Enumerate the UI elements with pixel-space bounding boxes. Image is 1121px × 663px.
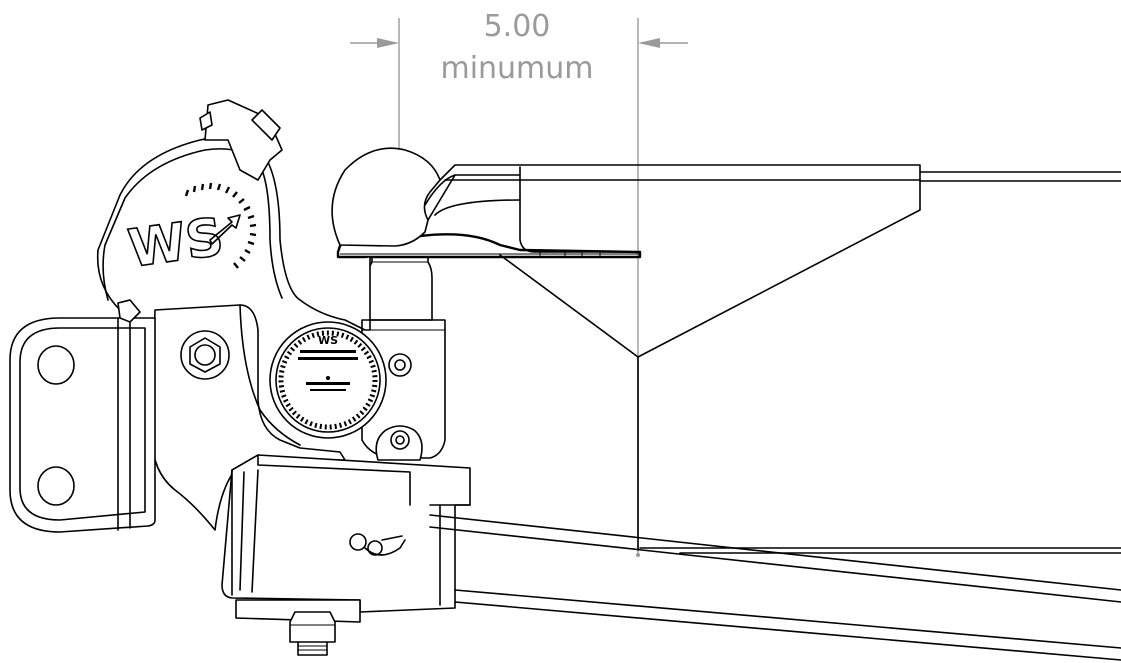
logo-arrow (209, 214, 241, 245)
head-bolt-left (180, 330, 230, 380)
pin-clip (364, 539, 406, 556)
gauge-center (326, 376, 330, 380)
head-small-bolt (199, 111, 213, 131)
pin-ring (349, 533, 367, 551)
tick (243, 205, 251, 212)
hitch-ball-coupler-edge (427, 174, 456, 221)
dimension-arrow-left (377, 38, 399, 48)
spring-bar-bottom-inner (454, 589, 1121, 649)
tick (200, 183, 205, 191)
hitch-head-inner (102, 148, 283, 301)
gauge-label-bar (300, 350, 356, 353)
hitch-ball-shank (367, 256, 433, 321)
gauge-brand: WS (318, 334, 338, 347)
bolt-hex (189, 337, 221, 373)
tick (233, 262, 239, 269)
head-bolt-right (388, 353, 412, 377)
pin-shaft (381, 535, 403, 541)
head-lower-curve (239, 304, 301, 446)
head-bolt-lower (375, 425, 423, 461)
coupler-inner (434, 199, 521, 216)
spring-bar-assembly (221, 454, 1121, 661)
bolt-inner (394, 359, 406, 371)
tick (244, 248, 251, 255)
spring-bar-bottom (454, 601, 1121, 661)
tick (247, 214, 255, 220)
hitch-head: WS (9, 99, 446, 533)
mounting-bracket (9, 299, 156, 533)
tick (192, 185, 197, 193)
spring-bar-top (429, 514, 1121, 591)
hitch-ball-sphere (331, 147, 441, 247)
tongue-top-edge (429, 164, 1121, 191)
dimension-note: minumum (440, 51, 593, 86)
gauge-label-bar (310, 389, 346, 391)
tick (232, 191, 238, 198)
tick (249, 223, 257, 228)
pin-head (367, 540, 383, 556)
bolt-outer (388, 353, 412, 377)
bracket-hole-bottom (37, 466, 75, 506)
bracket-top-step (257, 454, 411, 506)
ws-logo: WS (124, 182, 257, 281)
gauge-face (275, 327, 381, 433)
dimension-point-bar (636, 553, 640, 557)
dimension-value: 5.00 (484, 9, 551, 44)
spring-bar-bracket (221, 454, 471, 613)
bolt-outer (390, 430, 410, 450)
bracket-pin (117, 299, 141, 323)
dimension-annotation: 5.00 minumum (350, 9, 688, 557)
bracket-hole-top (37, 345, 75, 385)
head-top-bolt (251, 109, 281, 141)
tick (224, 186, 231, 194)
head-right-block (361, 319, 446, 459)
tick (208, 182, 213, 190)
bolt-center (194, 344, 216, 366)
bracket-plate-inner (19, 327, 146, 521)
tick (249, 232, 257, 237)
logo-tick-arc (184, 182, 257, 269)
gauge-tick-ring (278, 330, 378, 430)
bolt-boss (375, 425, 423, 461)
bracket-left-inner (239, 471, 245, 591)
tick (216, 183, 222, 191)
a-frame-left (499, 254, 639, 358)
bracket-plate (9, 317, 156, 533)
dimension-arrow-right (638, 38, 660, 48)
bolt-threads (298, 645, 327, 651)
bracket-left-inner-2 (251, 469, 259, 593)
bottom-bolt-stud (297, 641, 328, 656)
a-frame-right (637, 171, 921, 358)
tick (247, 240, 255, 246)
tick (238, 198, 245, 204)
gauge-label-bar (306, 382, 350, 385)
tick (184, 189, 190, 197)
bolt-inner (395, 435, 405, 445)
tilt-gauge: WS (269, 321, 387, 439)
gauge-label-bar (298, 357, 358, 360)
bottom-nut (289, 611, 336, 643)
bolt-washer (180, 330, 230, 380)
ws-logo-text: WS (125, 207, 227, 280)
tick (239, 256, 246, 262)
clip-pin (349, 533, 406, 556)
spring-bar-top-inner (429, 526, 1121, 603)
